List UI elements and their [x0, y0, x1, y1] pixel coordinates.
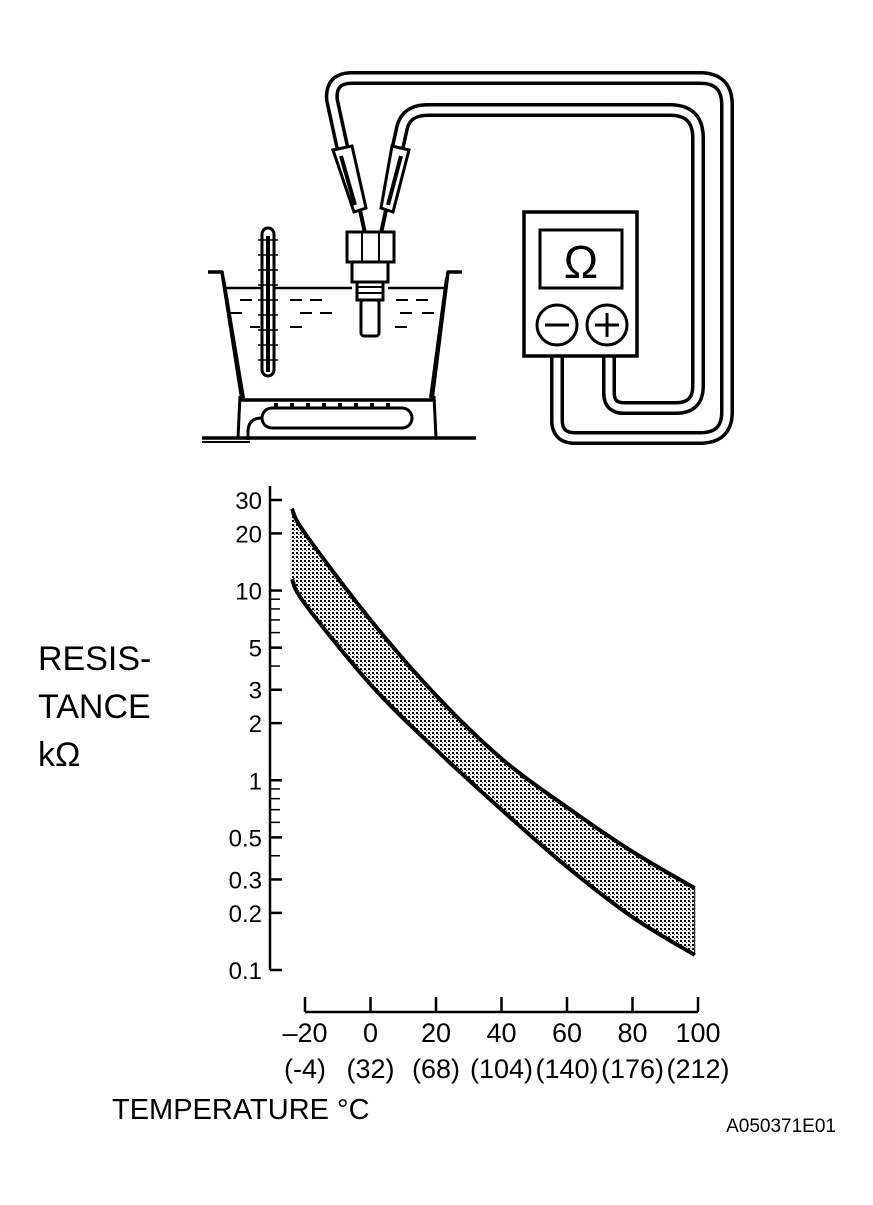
x-tick-fahrenheit-label: (176) [601, 1054, 664, 1084]
x-axis-label: TEMPERATURE °C [112, 1094, 370, 1126]
x-tick-label: –20 [282, 1018, 327, 1048]
lower-limit-curve [290, 578, 696, 957]
x-tick-fahrenheit-label: (104) [470, 1054, 533, 1084]
x-tick-label: 80 [617, 1018, 647, 1048]
resistance-temperature-chart: RESIS- TANCE kΩ 30 20 10 5 3 2 1 0.5 0.3 0.2 0.1 –… [38, 486, 730, 1126]
thermometer [258, 226, 278, 378]
y-tick-label: 1 [249, 768, 262, 795]
x-tick-fahrenheit-label: (32) [346, 1054, 394, 1084]
y-tick-label: 0.1 [229, 958, 262, 985]
x-tick-label: 20 [421, 1018, 451, 1048]
x-tick-fahrenheit-label: (68) [412, 1054, 460, 1084]
ohm-symbol: Ω [564, 236, 598, 288]
y-axis-label-line-3: kΩ [38, 736, 80, 774]
test-setup-illustration: Ω [202, 71, 734, 445]
y-tick-label: 0.3 [229, 867, 262, 894]
temperature-sensor [345, 230, 396, 338]
y-axis-label-line-1: RESIS- [38, 640, 151, 678]
x-tick-fahrenheit-label: (140) [535, 1054, 598, 1084]
y-tick-label: 10 [235, 579, 262, 606]
y-tick-label: 20 [235, 521, 262, 548]
figure-code: A050371E01 [726, 1116, 836, 1137]
y-tick-label: 3 [249, 678, 262, 705]
upper-limit-curve [290, 507, 696, 890]
heater [202, 395, 476, 443]
probe-left [331, 144, 368, 239]
y-tick-label: 0.2 [229, 901, 262, 928]
tolerance-band [291, 508, 695, 955]
y-tick-label: 2 [249, 711, 262, 738]
x-tick-label: 100 [675, 1018, 720, 1048]
x-tick-label: 0 [363, 1018, 378, 1048]
y-tick-label: 5 [249, 636, 262, 663]
y-axis-label-line-2: TANCE [38, 688, 151, 726]
probe-right [378, 144, 411, 239]
x-tick-fahrenheit-label: (212) [666, 1054, 729, 1084]
y-tick-label: 0.5 [229, 825, 262, 852]
y-tick-label: 30 [235, 488, 262, 515]
x-tick-label: 40 [486, 1018, 516, 1048]
water-surface [226, 286, 446, 328]
x-tick-fahrenheit-label: (-4) [284, 1054, 326, 1084]
water-container [208, 270, 462, 402]
ohmmeter: Ω [522, 210, 639, 358]
x-tick-label: 60 [552, 1018, 582, 1048]
